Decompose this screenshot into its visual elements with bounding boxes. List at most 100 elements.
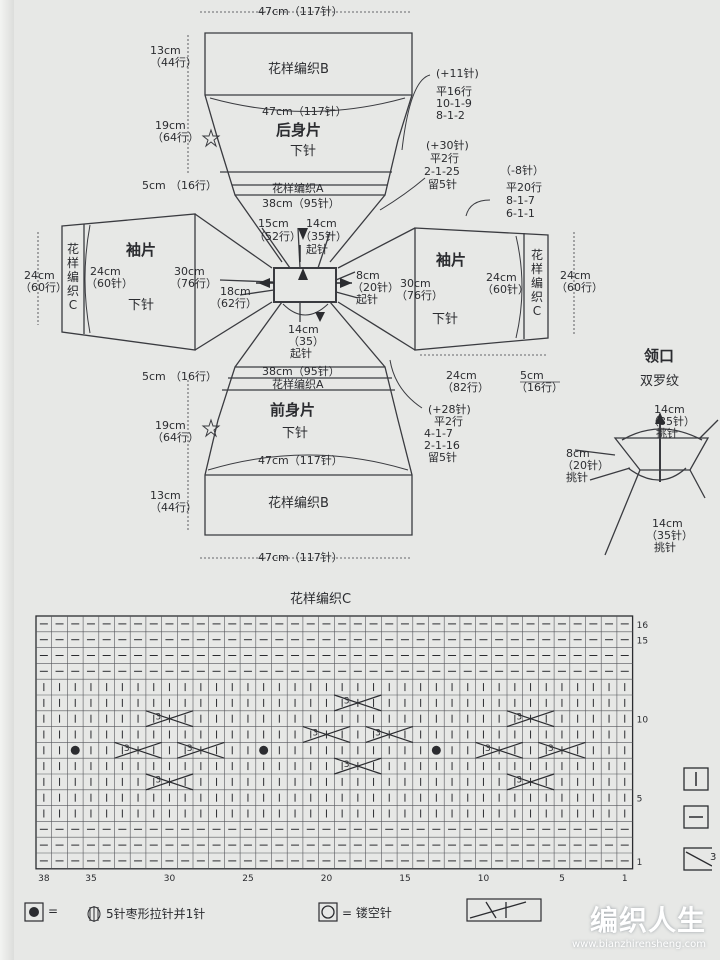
cable-count-label: 3 <box>312 728 318 738</box>
collar-left-pickup: 挑针 <box>566 471 588 484</box>
back-mid-height: 19cm <box>155 119 186 132</box>
back-top-height: 13cm <box>150 44 181 57</box>
bobble-mark <box>259 745 269 755</box>
right-sleeve-end-rows: （16行） <box>516 381 563 394</box>
chart-col-label: 20 <box>321 874 333 884</box>
legend-yarn-over-text: = 镂空针 <box>342 906 392 920</box>
chart-row-label: 16 <box>637 621 649 631</box>
watermark: 编织人生 www.bianzhirensheng.com <box>572 899 706 950</box>
star-mark-back <box>201 128 221 148</box>
left-sleeve-stitch: 下针 <box>128 298 155 313</box>
right-sleeve-bottom-rows: （82行） <box>442 381 489 394</box>
front-stitch: 下针 <box>282 426 309 441</box>
cable-count-label: 3 <box>124 744 130 754</box>
front-low-height: 13cm <box>150 489 181 502</box>
back-low-rows: （16行） <box>170 179 217 192</box>
yoke-b-cm: 14cm <box>306 217 337 230</box>
watermark-url: www.bianzhirensheng.com <box>571 939 706 950</box>
collar-top-stitches: （35针） <box>648 415 695 428</box>
yoke-e-cast-on: 起针 <box>290 347 312 360</box>
back-stitch: 下针 <box>290 144 317 159</box>
back-increase-1-step-c: 8-1-2 <box>436 109 465 122</box>
front-mid-height: 19cm <box>155 419 186 432</box>
yoke-e-stitches: （35） <box>288 335 324 348</box>
right-sleeve-outer-h: 24cm <box>560 269 591 282</box>
bobble-mark <box>431 745 441 755</box>
right-sleeve-inner-stitches: （60针） <box>482 283 529 296</box>
yoke-d-rows: （62行） <box>210 297 257 310</box>
right-sleeve-side-label: 花样编织C <box>530 248 543 318</box>
front-increase-c: 2-1-16 <box>424 439 460 452</box>
watermark-brand: 编织人生 <box>589 904 706 937</box>
chart-col-label: 35 <box>85 874 96 884</box>
left-sleeve-title: 袖片 <box>126 241 157 259</box>
front-pattern-a: 花样编织A <box>272 378 324 391</box>
front-title: 前身片 <box>270 401 316 419</box>
chart-col-label: 30 <box>164 874 176 884</box>
yarn-over-icon <box>321 905 335 919</box>
collar-diagram <box>574 419 719 556</box>
left-sleeve-outer-rows: （60行） <box>20 281 67 294</box>
left-sleeve-right-rows: （76行） <box>170 277 217 290</box>
yoke-c-cast-on: 起针 <box>356 293 378 306</box>
bobble-icon <box>29 907 39 917</box>
front-increase-a: 平2行 <box>434 415 463 428</box>
chart-col-label: 10 <box>478 874 490 884</box>
collar-left-cm: 8cm <box>566 447 590 460</box>
star-mark-front <box>201 418 221 438</box>
page-binding-edge <box>0 0 14 960</box>
cable-count-label: 3 <box>516 712 522 722</box>
left-sleeve-inner-h: 24cm <box>90 265 121 278</box>
collar-bottom-cm: 14cm <box>652 517 683 530</box>
front-mid-rows: （64行） <box>152 431 199 444</box>
front-mid-width: 47cm（117针） <box>258 454 343 467</box>
right-sleeve-decrease: （-8针） <box>500 164 544 177</box>
left-sleeve-right-h: 30cm <box>174 265 205 278</box>
collar-title: 领口 <box>644 347 675 365</box>
front-increase-b: 4-1-7 <box>424 427 453 440</box>
collar-subtitle: 双罗纹 <box>640 374 680 389</box>
back-increase-2-step-a: 平2行 <box>430 152 459 165</box>
back-top-rows: （44行） <box>150 56 197 69</box>
cable-count-label: 3 <box>485 744 491 754</box>
back-increase-1: (+11针) <box>436 67 479 80</box>
left-sleeve-side-label: 花样编织C <box>66 242 79 312</box>
yoke-d-cm: 18cm <box>220 285 251 298</box>
yoke-c-cm: 8cm <box>356 269 380 282</box>
front-low-rows: （44行） <box>150 501 197 514</box>
right-sleeve-end: 5cm <box>520 369 544 382</box>
back-increase-2-step-c: 留5针 <box>428 178 457 191</box>
right-sleeve-outline <box>414 227 549 351</box>
chart-row-label: 1 <box>637 858 643 868</box>
collar-left-stitches: （20针） <box>562 459 609 472</box>
front-increase-d: 留5针 <box>428 451 457 464</box>
right-sleeve-left-h: 30cm <box>400 277 431 290</box>
yoke-b-stitches: （35针） <box>300 230 347 243</box>
cable-count-label: 3 <box>155 776 161 786</box>
bobble-loop-icon <box>87 906 101 922</box>
yoke-e-cm: 14cm <box>288 323 319 336</box>
chart-row-label: 10 <box>637 716 649 726</box>
legend-symbol-column <box>683 767 712 871</box>
back-pattern-a: 花样编织A <box>272 182 324 195</box>
back-top-width: 47cm（117针） <box>258 5 343 18</box>
chart-row-label: 5 <box>637 795 643 805</box>
cable-count-label: 3 <box>155 712 161 722</box>
back-title: 后身片 <box>276 121 322 139</box>
back-increase-1-step-b: 10-1-9 <box>436 97 472 110</box>
legend-cable-symbol <box>466 898 542 922</box>
legend-bobble-symbols <box>24 902 101 922</box>
front-increase: (+28针) <box>428 403 471 416</box>
right-sleeve-inner-h: 24cm <box>486 271 517 284</box>
cross-symbol-box <box>683 847 712 871</box>
right-sleeve-left-rows: （76行） <box>396 289 443 302</box>
right-sleeve-decrease-c: 6-1-1 <box>506 207 535 220</box>
right-sleeve-stitch: 下针 <box>432 312 459 327</box>
back-mid-rows: （64行） <box>152 131 199 144</box>
right-sleeve-title: 袖片 <box>436 251 467 269</box>
back-pattern-b: 花样编织B <box>268 62 329 77</box>
front-bottom-width: 47cm（117针） <box>258 551 343 564</box>
chart-col-label: 25 <box>242 874 253 884</box>
legend-cross-count: 3 <box>710 852 717 863</box>
